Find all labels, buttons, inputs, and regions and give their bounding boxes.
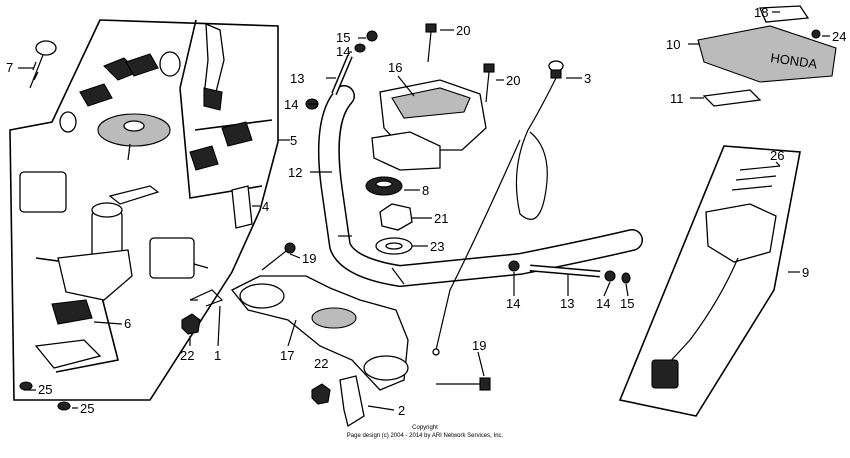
callout-6: 6 (124, 316, 131, 331)
callout-14-c: 14 (506, 296, 520, 311)
callout-11: 11 (670, 91, 684, 106)
callout-3: 3 (584, 71, 591, 86)
nut-21 (379, 203, 413, 231)
callout-labels: 1 2 3 4 5 6 7 8 9 10 11 12 13 13 14 14 1… (6, 5, 846, 418)
leader-lines (24, 11, 830, 411)
callout-12: 12 (288, 165, 302, 180)
callout-18: 18 (754, 5, 768, 20)
plate-11 (702, 89, 762, 107)
lock-parts (59, 51, 181, 161)
callout-7: 7 (6, 60, 13, 75)
switch-9 (651, 165, 781, 389)
callout-16: 16 (388, 60, 402, 75)
callout-15-a: 15 (336, 30, 350, 45)
callout-10: 10 (666, 37, 680, 52)
footer-line-2: Page design (c) 2004 - 2014 by ARI Netwo… (347, 433, 504, 439)
callout-20-b: 20 (506, 73, 520, 88)
callout-14-a: 14 (336, 44, 350, 59)
bolt-25 (19, 381, 71, 411)
callout-26: 26 (770, 148, 784, 163)
callout-14-d: 14 (596, 296, 610, 311)
callout-5: 5 (290, 133, 297, 148)
callout-15-b: 15 (620, 296, 634, 311)
plate-18 (759, 5, 810, 23)
cover-logo: HONDA (770, 50, 819, 71)
callout-24: 24 (832, 29, 846, 44)
callout-25-a: 25 (38, 382, 52, 397)
seat-lock-cable (189, 22, 253, 229)
callout-2: 2 (398, 403, 405, 418)
seat-lock-set-outline (179, 19, 273, 199)
handlebar-holder-16 (371, 79, 487, 171)
callout-1: 1 (214, 348, 221, 363)
key-7 (29, 40, 57, 89)
callout-23: 23 (430, 239, 444, 254)
clip-1 (189, 289, 224, 307)
callout-4: 4 (262, 199, 269, 214)
callout-13-upper: 13 (290, 71, 304, 86)
bolt-19 (261, 242, 491, 391)
lower-holder-17 (230, 275, 409, 391)
callout-21: 21 (434, 211, 448, 226)
cover-10: HONDA (697, 5, 837, 107)
nut-22 (181, 313, 201, 335)
bracket-2 (339, 375, 365, 428)
ignition-set-outline (9, 19, 279, 401)
callout-22-b: 22 (314, 356, 328, 371)
callout-13-lower: 13 (560, 296, 574, 311)
callout-20-a: 20 (456, 23, 470, 38)
screw-24 (811, 29, 821, 39)
callout-9: 9 (802, 265, 809, 280)
switch-9-outline (618, 145, 801, 417)
footer-line-1: Copyright (412, 425, 438, 431)
ignition-switch (19, 171, 209, 369)
callout-14-b: 14 (284, 97, 298, 112)
pin-13-lower (508, 260, 631, 284)
bolt-20 (425, 23, 495, 103)
pin-13-upper (305, 30, 378, 110)
callout-25-b: 25 (80, 401, 94, 416)
callout-8: 8 (422, 183, 429, 198)
callout-19-a: 19 (302, 251, 316, 266)
throttle-cable-3 (432, 60, 564, 356)
callout-19-b: 19 (472, 338, 486, 353)
callout-22-a: 22 (180, 348, 194, 363)
callout-17: 17 (280, 348, 294, 363)
